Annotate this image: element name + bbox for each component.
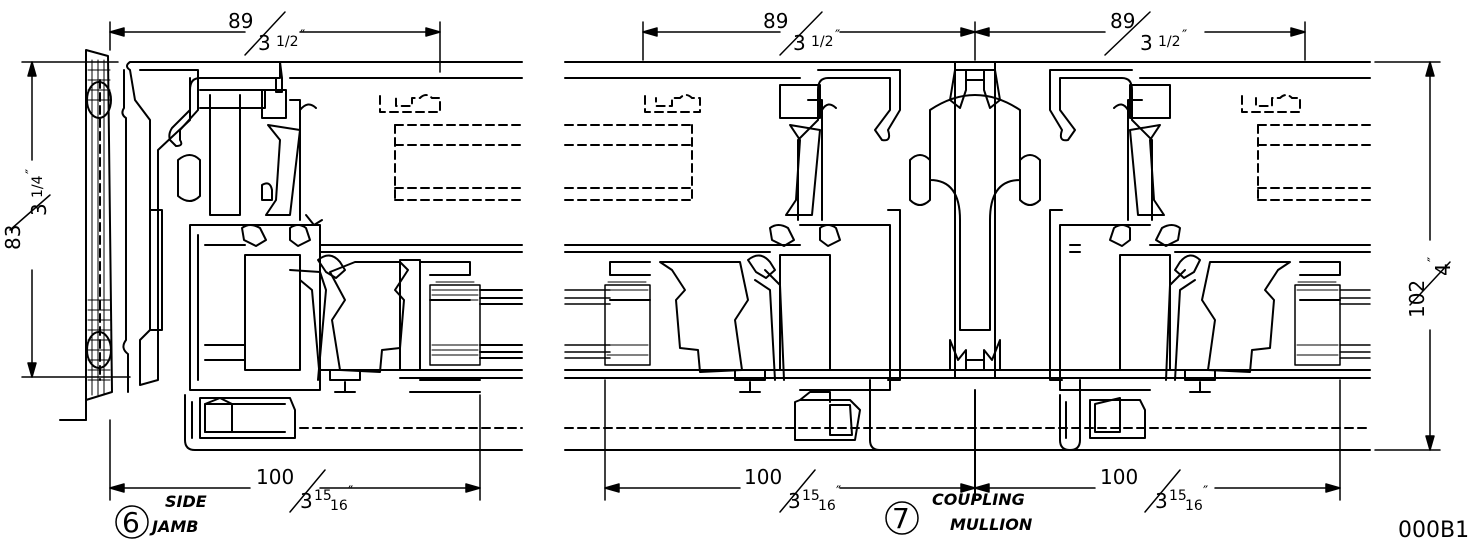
dim-right-height: 102 4 ″ (1405, 257, 1455, 318)
dim-inch-mark: ″ (348, 484, 353, 500)
wall-hatch (85, 49, 113, 401)
dim-inch-whole: 3 (793, 31, 806, 55)
dim-inch-den: 16 (1185, 498, 1203, 514)
dim-inch-mark: ″ (1203, 484, 1208, 500)
backer-rod-bottom (86, 331, 112, 369)
dim-mm: 83 (1, 225, 25, 250)
dim-bottom-left: 100 3 15 16 ″ (256, 465, 353, 514)
dim-inch-den: 16 (330, 498, 348, 514)
dim-inch-frac: 1/2 (276, 34, 299, 50)
detail-number: 7 (892, 502, 910, 535)
dim-bottom-mid: 100 3 15 16 ″ (744, 465, 841, 514)
dim-inch-mark: ″ (836, 484, 841, 500)
backer-rod-top (86, 81, 112, 119)
dim-top-right: 89 3 1/2 ″ (1110, 9, 1187, 55)
dim-inch-num: 15 (1169, 488, 1187, 504)
dim-inch: 4 (1431, 263, 1455, 276)
dim-inch-mark: ″ (1426, 257, 1442, 262)
dim-mm: 89 (228, 9, 253, 33)
detail-title-line1: COUPLING (932, 490, 1025, 509)
detail-title-line2: MULLION (950, 515, 1033, 534)
dim-bottom-right: 100 3 15 16 ″ (1100, 465, 1208, 514)
dim-mm: 102 (1405, 280, 1429, 318)
dim-inch-frac: 1/2 (1158, 34, 1181, 50)
dim-inch-mark: ″ (24, 169, 40, 174)
dim-inch-whole: 3 (1155, 489, 1168, 513)
dim-mm: 89 (1110, 9, 1135, 33)
dim-inch-den: 16 (818, 498, 836, 514)
dim-inch-frac: 1/2 (811, 34, 834, 50)
dim-top-left: 89 3 1/2 ″ (228, 9, 305, 55)
dim-inch-mark: ″ (1182, 28, 1187, 44)
dim-inch-mark: ″ (835, 28, 840, 44)
dim-inch-whole: 3 (300, 489, 313, 513)
dim-inch-num: 15 (314, 488, 332, 504)
dim-inch-whole: 3 (27, 203, 51, 216)
dim-mm: 89 (763, 9, 788, 33)
dim-mm: 100 (1100, 465, 1138, 489)
dim-inch-whole: 3 (258, 31, 271, 55)
detail-title-line1: SIDE (165, 492, 207, 511)
dim-inch-whole: 3 (1140, 31, 1153, 55)
detail-label-coupling-mullion: 7 COUPLING MULLION (885, 490, 1033, 535)
dim-inch-num: 15 (802, 488, 820, 504)
dim-inch-whole: 3 (788, 489, 801, 513)
dim-inch-frac: 1/4 (30, 175, 46, 198)
dim-inch-mark: ″ (300, 28, 305, 44)
drawing-code: 000B1 (1398, 518, 1469, 539)
dimension-lines (9, 11, 1451, 513)
dim-mm: 100 (744, 465, 782, 489)
coupling-mullion-section (564, 61, 1371, 501)
dim-left-height: 83 3 1/4 ″ (1, 169, 51, 250)
dim-mm: 100 (256, 465, 294, 489)
detail-title-line2: JAMB (149, 517, 198, 536)
detail-label-side-jamb: 6 SIDE JAMB (115, 492, 207, 539)
side-jamb-section (59, 49, 523, 451)
dim-top-mid: 89 3 1/2 ″ (763, 9, 840, 55)
detail-number: 6 (122, 506, 140, 539)
